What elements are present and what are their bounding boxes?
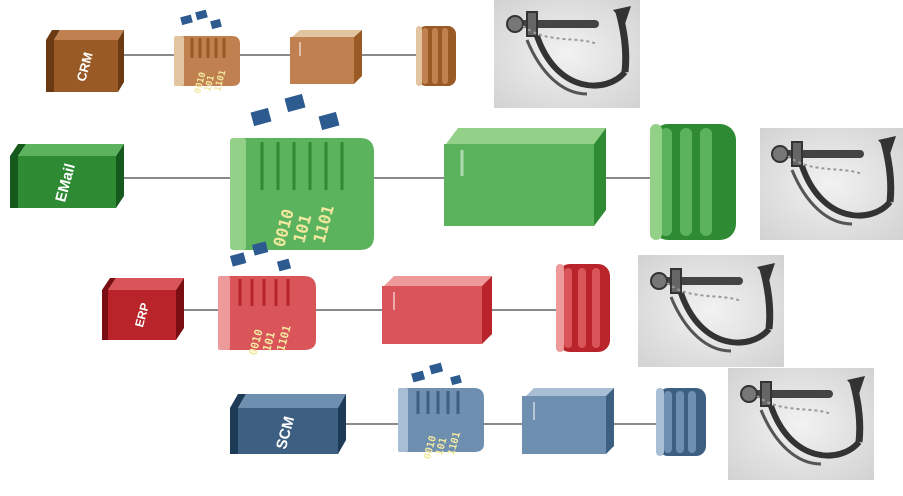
storage-box-crm [290,30,362,84]
binary-line-2: 101 [434,436,449,456]
anchor-icon [760,128,903,240]
ingest-processor-scm: 0010 101 1101 [398,388,484,461]
storage-box-erp [382,276,492,344]
row-crm: CRM 0010 101 1101 [46,0,640,108]
ingest-processor-erp: 0010 101 1101 [218,276,316,357]
disk-stack-email [650,124,736,240]
anchor-icon [494,0,640,108]
source-box-email: EMail [10,144,124,208]
source-label-erp: ERP [132,301,152,328]
storage-box-scm [522,388,614,454]
anchor-icon [638,255,784,367]
ingest-processor-email: 0010 101 1101 [230,138,374,250]
row-erp: ERP 0010 101 1101 [102,241,784,367]
anchor-icon [728,368,874,480]
source-box-scm: SCM [230,394,346,454]
binary-line-2: 101 [203,74,217,92]
ingest-processor-crm: 0010 101 1101 [174,36,240,95]
source-box-crm: CRM [46,30,124,92]
row-scm: SCM 0010 101 1101 [230,362,874,480]
data-chips [180,9,222,30]
data-chips [250,93,340,131]
disk-stack-crm [416,26,456,86]
disk-stack-scm [656,388,706,456]
binary-line-2: 101 [260,330,278,353]
row-email: EMail 0010 101 1101 [10,93,903,250]
storage-box-email [444,128,606,226]
data-chips [411,362,462,386]
source-label-crm: CRM [74,51,96,83]
source-box-erp: ERP [102,278,184,340]
data-chips [229,241,292,272]
disk-stack-erp [556,264,610,352]
